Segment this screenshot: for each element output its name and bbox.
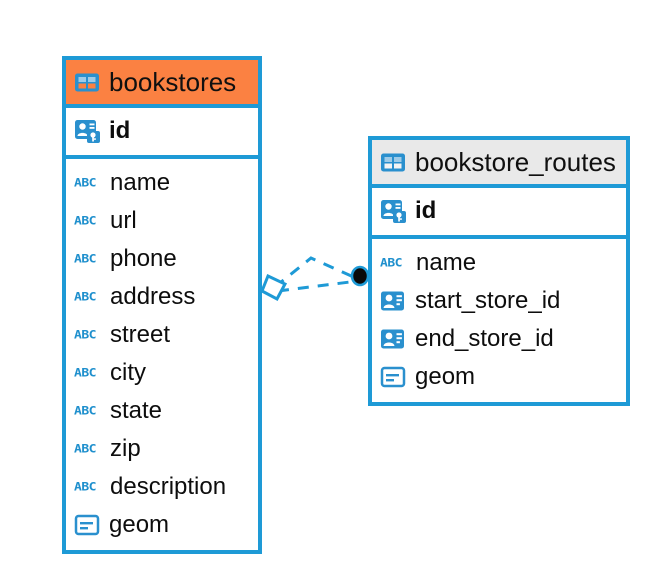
diamond-marker[interactable]	[260, 273, 288, 302]
attribute-row-name[interactable]: ABC name	[66, 164, 258, 202]
text-type-icon: ABC	[74, 214, 96, 228]
entity-bookstores[interactable]: bookstores id ABC name ABC url	[62, 56, 262, 554]
attribute-label: phone	[110, 245, 177, 272]
attribute-section: ABC name start_store_id	[372, 239, 626, 402]
foreign-key-icon	[381, 329, 404, 349]
attribute-row-name[interactable]: ABC name	[372, 244, 626, 282]
text-type-icon: ABC	[74, 366, 96, 380]
attribute-row-city[interactable]: ABC city	[66, 354, 258, 392]
attribute-row-id[interactable]: id	[66, 112, 258, 150]
attribute-row-zip[interactable]: ABC zip	[66, 430, 258, 468]
attribute-row-start-store-id[interactable]: start_store_id	[372, 282, 626, 320]
attribute-row-end-store-id[interactable]: end_store_id	[372, 320, 626, 358]
attribute-row-phone[interactable]: ABC phone	[66, 240, 258, 278]
relationship-line-upper[interactable]	[274, 256, 359, 289]
attribute-label: id	[415, 197, 437, 224]
attribute-row-description[interactable]: ABC description	[66, 468, 258, 506]
attribute-label: zip	[110, 435, 141, 462]
entity-header-bookstore-routes[interactable]: bookstore_routes	[372, 140, 626, 188]
attribute-label: state	[110, 397, 163, 424]
primary-key-icon	[381, 199, 406, 223]
entity-bookstore-routes[interactable]: bookstore_routes id ABC name	[368, 136, 630, 406]
attribute-label: name	[110, 169, 171, 196]
key-section: id	[372, 188, 626, 239]
relationship-line-lower[interactable]	[277, 279, 359, 293]
table-icon	[75, 73, 99, 91]
text-type-icon: ABC	[74, 480, 96, 494]
text-type-icon: ABC	[74, 290, 96, 304]
attribute-row-id[interactable]: id	[372, 192, 626, 230]
text-type-icon: ABC	[74, 176, 96, 190]
key-section: id	[66, 108, 258, 159]
text-type-icon: ABC	[74, 328, 96, 342]
text-type-icon: ABC	[74, 252, 96, 266]
attribute-label: city	[110, 359, 146, 386]
attribute-section: ABC name ABC url ABC phone ABC address A…	[66, 159, 258, 550]
attribute-row-geom[interactable]: geom	[372, 358, 626, 396]
attribute-label: street	[110, 321, 171, 348]
entity-header-bookstores[interactable]: bookstores	[66, 60, 258, 108]
geometry-type-icon	[74, 514, 100, 536]
text-type-icon: ABC	[74, 442, 96, 456]
attribute-label: description	[110, 473, 227, 500]
attribute-label: url	[110, 207, 137, 234]
attribute-label: geom	[415, 363, 476, 390]
attribute-label: id	[109, 117, 131, 144]
text-type-icon: ABC	[380, 256, 402, 270]
attribute-row-street[interactable]: ABC street	[66, 316, 258, 354]
attribute-label: address	[110, 283, 196, 310]
attribute-row-state[interactable]: ABC state	[66, 392, 258, 430]
filled-circle-marker[interactable]	[350, 265, 370, 287]
text-type-icon: ABC	[74, 404, 96, 418]
attribute-row-geom[interactable]: geom	[66, 506, 258, 544]
entity-title: bookstore_routes	[415, 147, 616, 177]
attribute-label: geom	[109, 511, 170, 538]
attribute-label: end_store_id	[415, 325, 554, 352]
attribute-row-url[interactable]: ABC url	[66, 202, 258, 240]
attribute-row-address[interactable]: ABC address	[66, 278, 258, 316]
geometry-type-icon	[380, 366, 406, 388]
primary-key-icon	[75, 119, 100, 143]
attribute-label: start_store_id	[415, 287, 561, 314]
entity-title: bookstores	[109, 67, 237, 97]
table-icon	[381, 153, 405, 171]
attribute-label: name	[416, 249, 477, 276]
foreign-key-icon	[381, 291, 404, 311]
